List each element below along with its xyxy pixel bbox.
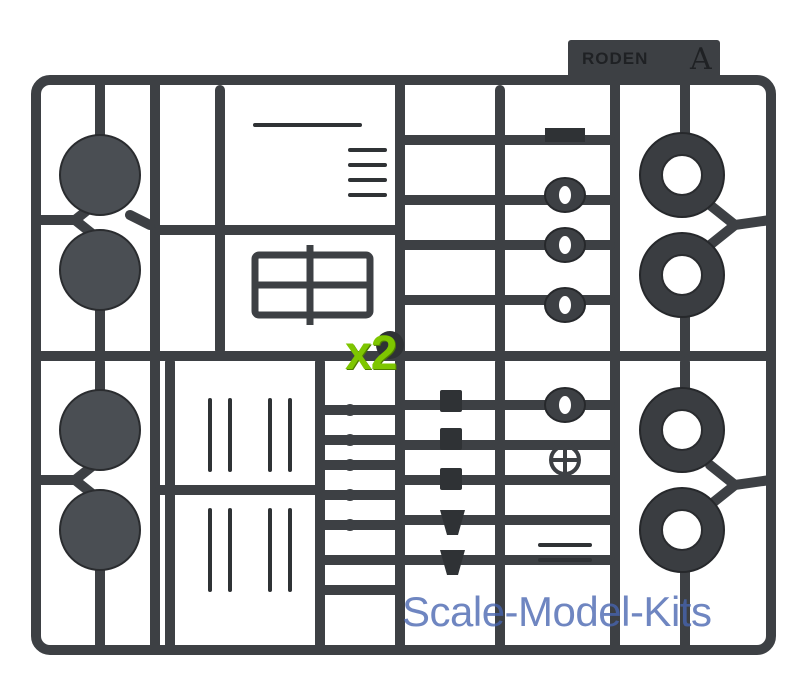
disk-part: [59, 229, 141, 311]
sprue-letter: A: [690, 42, 712, 77]
block-part: [440, 390, 462, 412]
block-part: [440, 428, 462, 450]
watermark: Scale-Model-Kits: [402, 588, 712, 635]
disk-part: [59, 389, 141, 471]
multiplier-label: x2: [345, 327, 397, 380]
disk-part: [59, 134, 141, 216]
block-part: [545, 128, 585, 142]
brand-name: RODEN: [582, 49, 649, 68]
brand-plate: [568, 40, 720, 78]
disk-part: [59, 489, 141, 571]
block-part: [440, 468, 462, 490]
